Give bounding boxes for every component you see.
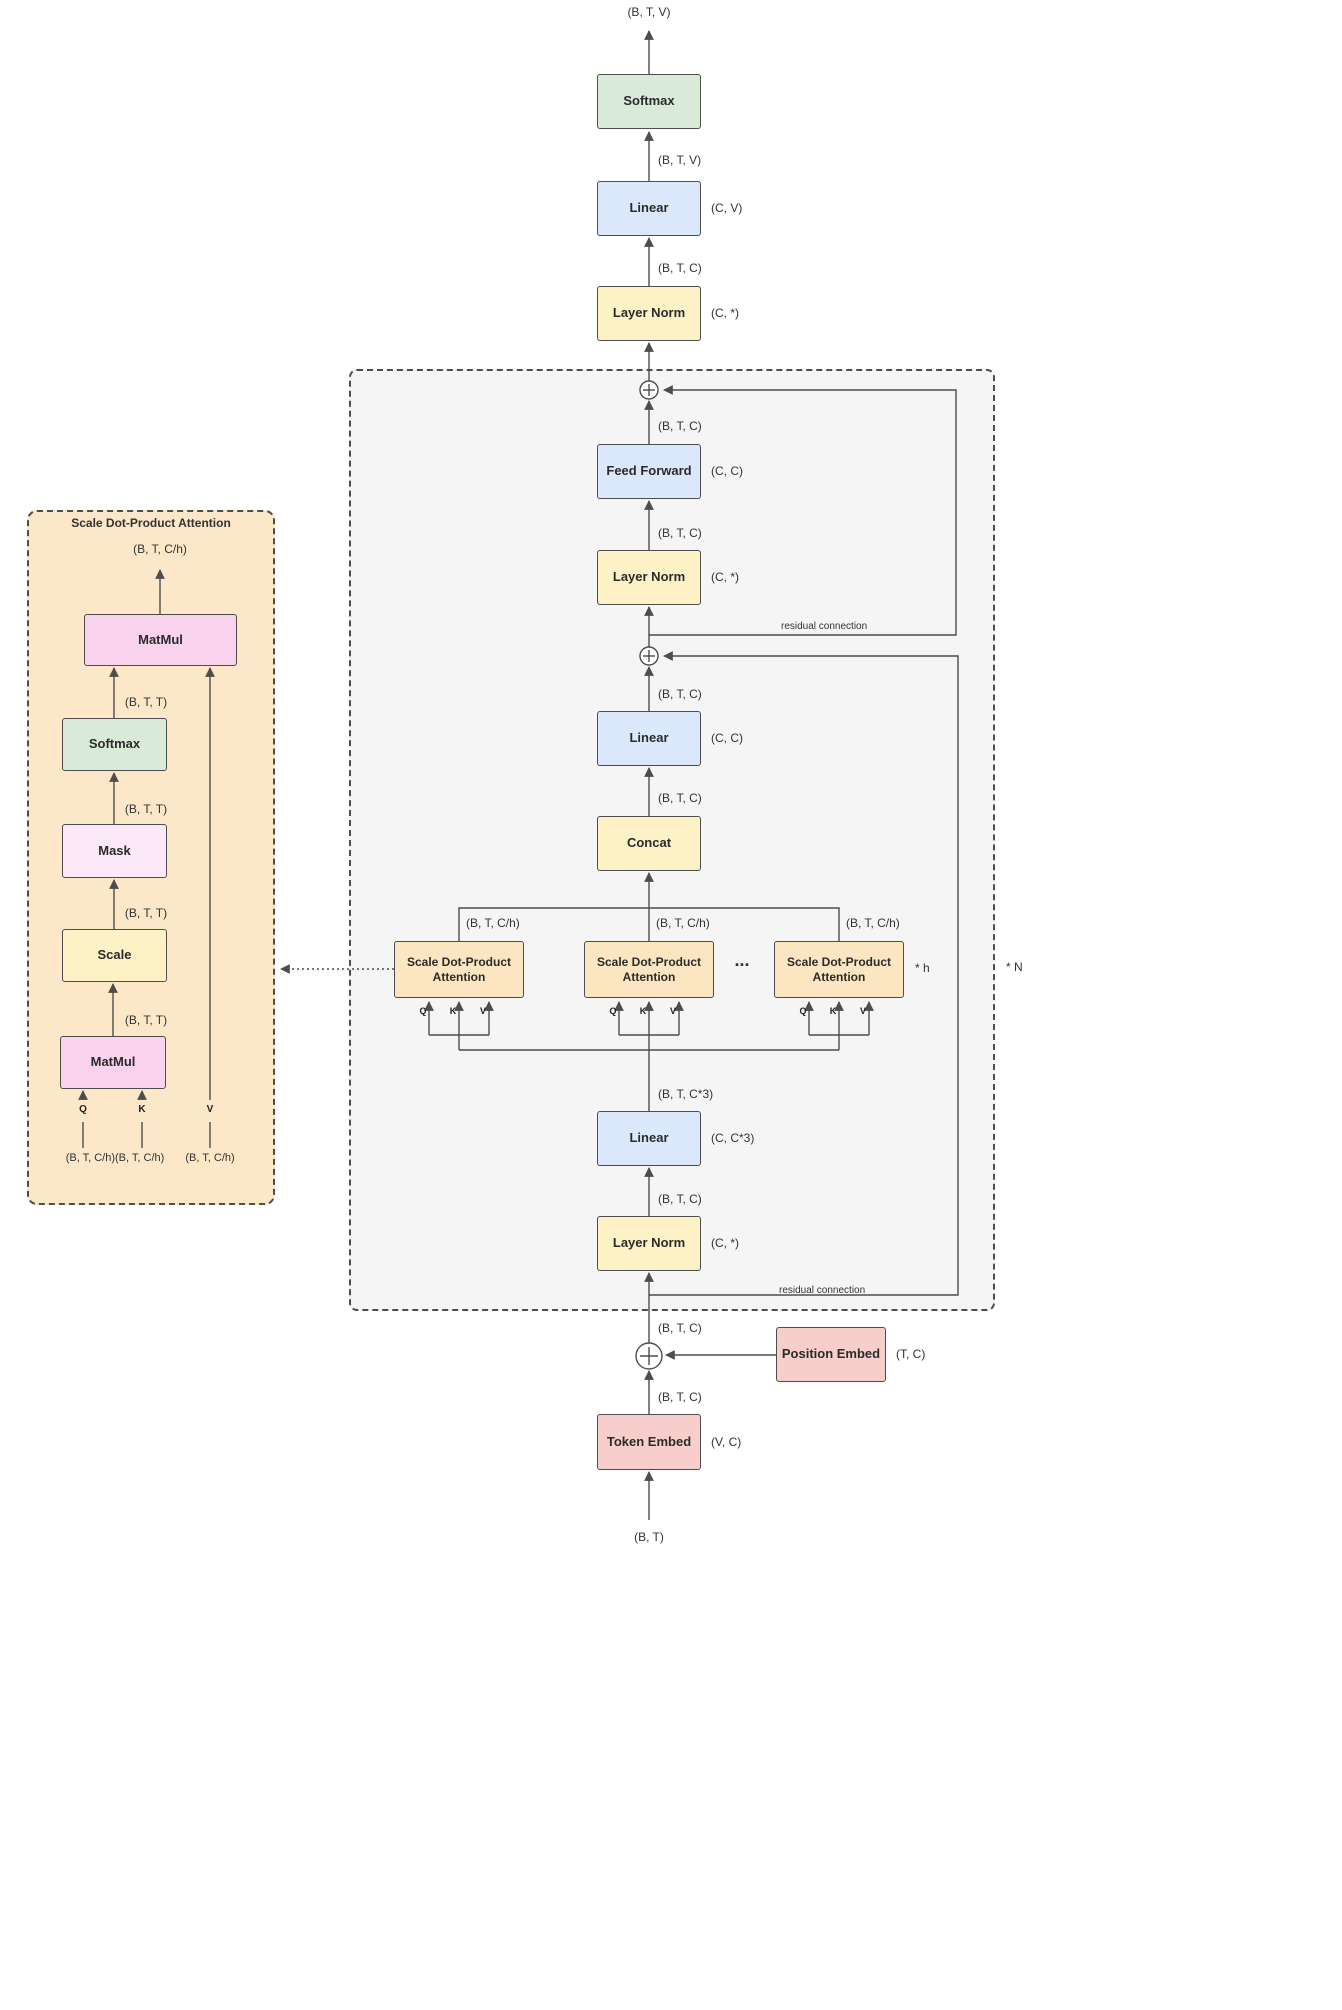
flow-shape-label: (B, T, C) [658, 1192, 702, 1206]
residual-connections [649, 385, 959, 1296]
k-input-label: K [829, 1006, 837, 1016]
weight-shape-label: (C, *) [711, 306, 739, 320]
weight-shape-label: (C, C) [711, 464, 743, 478]
inset-flow-arrows [78, 569, 215, 1148]
inset-output-shape-label: (B, T, C/h) [133, 542, 187, 556]
concat-node: Concat [597, 816, 701, 871]
times-h-label: * h [915, 961, 930, 975]
layer-norm-2-node: Layer Norm [597, 550, 701, 605]
k-input-label: K [639, 1006, 647, 1016]
inset-mask-node: Mask [62, 824, 167, 878]
sum-circles [635, 380, 663, 1370]
inset-panel-title: Scale Dot-Product Attention [71, 516, 231, 530]
feed-forward-node: Feed Forward [597, 444, 701, 499]
q-input-label: Q [799, 1006, 807, 1016]
layer-norm-final-node: Layer Norm [597, 286, 701, 341]
flow-shape-label: (B, T, C) [658, 1321, 702, 1335]
linear-proj-node: Linear [597, 711, 701, 766]
inset-v-label: V [206, 1104, 214, 1115]
softmax-output-node: Softmax [597, 74, 701, 129]
v-input-label: V [859, 1006, 867, 1016]
v-input-label: V [669, 1006, 677, 1016]
flow-shape-label: (B, T, C) [658, 1390, 702, 1404]
flow-shape-label: (B, T, C) [658, 791, 702, 805]
inset-qk-shape-label: (B, T, C/h)(B, T, C/h) [65, 1152, 165, 1164]
k-input-label: K [449, 1006, 457, 1016]
weight-shape-label: (C, C*3) [711, 1131, 755, 1145]
attention-head-1-node: Scale Dot-Product Attention [394, 941, 524, 998]
weight-shape-label: (C, *) [711, 1236, 739, 1250]
weight-shape-label: (C, *) [711, 570, 739, 584]
weight-shape-label: (T, C) [896, 1347, 926, 1361]
flow-shape-label: (B, T, C*3) [658, 1087, 714, 1101]
flow-shape-label: (B, T, V) [658, 153, 702, 167]
inset-softmax-node: Softmax [62, 718, 167, 771]
qkv-input-fan [424, 1001, 874, 1051]
linear-head-node: Linear [597, 181, 701, 236]
flow-shape-label: (B, T, C) [658, 687, 702, 701]
inset-flow-shape-label: (B, T, T) [124, 695, 168, 709]
flow-shape-label: (B, T, C) [658, 419, 702, 433]
linear-qkv-node: Linear [597, 1111, 701, 1166]
q-input-label: Q [609, 1006, 617, 1016]
head-shape-label: (B, T, C/h) [466, 916, 520, 930]
weight-shape-label: (C, V) [711, 201, 743, 215]
input-shape-label: (B, T) [634, 1530, 664, 1544]
head-shape-label: (B, T, C/h) [656, 916, 710, 930]
token-embed-node: Token Embed [597, 1414, 701, 1470]
residual-connection-label: residual connection [779, 1285, 866, 1296]
inset-v-shape-label: (B, T, C/h) [185, 1152, 235, 1164]
weight-shape-label: (C, C) [711, 731, 743, 745]
q-input-label: Q [419, 1006, 427, 1016]
weight-shape-label: (V, C) [711, 1435, 742, 1449]
flow-shape-label: (B, T, C) [658, 261, 702, 275]
more-heads-ellipsis: ... [734, 950, 750, 970]
attention-head-2-node: Scale Dot-Product Attention [584, 941, 714, 998]
inset-scale-node: Scale [62, 929, 167, 982]
inset-k-label: K [138, 1104, 146, 1115]
inset-flow-shape-label: (B, T, T) [124, 906, 168, 920]
attention-head-3-node: Scale Dot-Product Attention [774, 941, 904, 998]
layer-norm-1-node: Layer Norm [597, 1216, 701, 1271]
inset-matmul-1-node: MatMul [60, 1036, 166, 1089]
position-embed-node: Position Embed [776, 1327, 886, 1382]
flow-shape-label: (B, T, C) [658, 526, 702, 540]
inset-flow-shape-label: (B, T, T) [124, 802, 168, 816]
output-shape-label: (B, T, V) [627, 5, 671, 19]
inset-flow-shape-label: (B, T, T) [124, 1013, 168, 1027]
inset-q-label: Q [79, 1104, 87, 1115]
residual-connection-label: residual connection [781, 621, 868, 632]
inset-matmul-2-node: MatMul [84, 614, 237, 666]
head-shape-label: (B, T, C/h) [846, 916, 900, 930]
attention-output-fan [458, 872, 840, 941]
v-input-label: V [479, 1006, 487, 1016]
times-n-label: * N [1006, 960, 1023, 974]
